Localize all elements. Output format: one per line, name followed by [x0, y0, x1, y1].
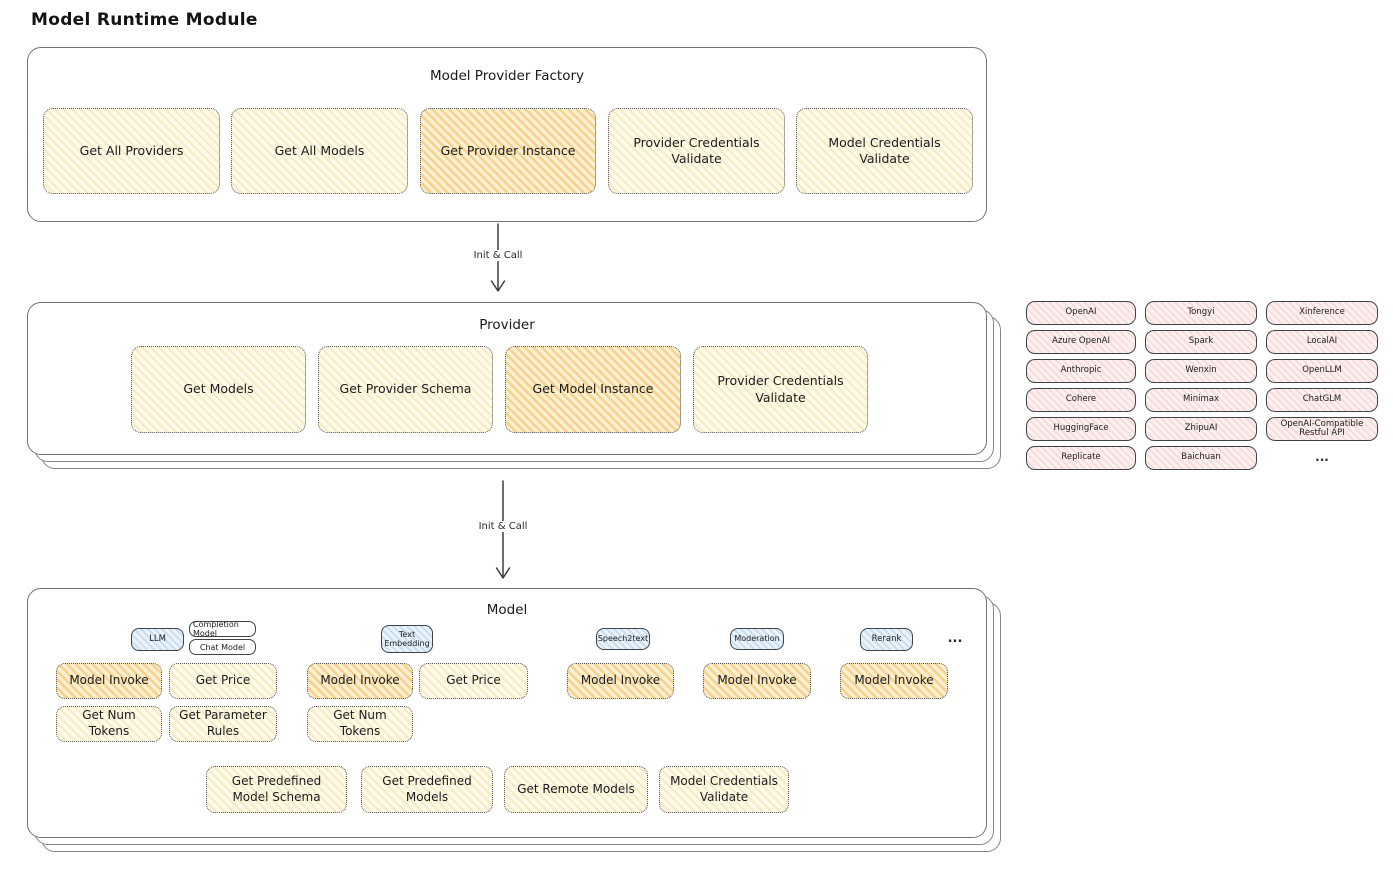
provider-pill-openai-compatible: OpenAI-Compatible Restful API [1266, 417, 1378, 441]
model-type-rerank: Rerank [860, 628, 913, 651]
provider-list-ellipsis: ... [1315, 450, 1329, 465]
provider-box: Provider Get Models Get Provider Schema … [27, 302, 987, 455]
provider-pill-baichuan: Baichuan [1145, 446, 1257, 470]
model-node-llm-get-price: Get Price [169, 663, 277, 699]
factory-title: Model Provider Factory [429, 68, 584, 84]
factory-node-get-all-models: Get All Models [231, 108, 408, 194]
arrow-label-init-call-2: Init & Call [467, 521, 539, 532]
provider-pill-spark: Spark [1145, 330, 1257, 354]
provider-pill-replicate: Replicate [1026, 446, 1136, 470]
arrow-label-init-call-1: Init & Call [462, 250, 534, 261]
provider-pill-wenxin: Wenxin [1145, 359, 1257, 383]
model-node-rerank-model-invoke: Model Invoke [840, 663, 948, 699]
model-node-llm-get-num-tokens: Get Num Tokens [56, 706, 162, 742]
provider-pill-xinference: Xinference [1266, 301, 1378, 325]
provider-title: Provider [479, 317, 535, 333]
model-type-completion-model: Completion Model [189, 620, 256, 638]
provider-pill-localai: LocalAI [1266, 330, 1378, 354]
provider-node-provider-credentials-validate: Provider Credentials Validate [693, 346, 868, 433]
provider-pill-huggingface: HuggingFace [1026, 417, 1136, 441]
model-title: Model [486, 602, 528, 618]
provider-pill-tongyi: Tongyi [1145, 301, 1257, 325]
model-node-llm-get-parameter-rules: Get Parameter Rules [169, 706, 277, 742]
provider-node-get-models: Get Models [131, 346, 306, 433]
provider-node-get-provider-schema: Get Provider Schema [318, 346, 493, 433]
provider-pill-zhipuai: ZhipuAI [1145, 417, 1257, 441]
page-title: Model Runtime Module [31, 10, 258, 30]
model-type-ellipsis: ... [947, 630, 963, 646]
factory-node-get-provider-instance: Get Provider Instance [420, 108, 596, 194]
factory-box: Model Provider Factory Get All Providers… [27, 47, 987, 222]
model-node-get-predefined-models: Get Predefined Models [361, 766, 493, 813]
model-node-text-embedding-model-invoke: Model Invoke [307, 663, 413, 699]
factory-node-model-credentials-validate: Model Credentials Validate [796, 108, 973, 194]
factory-node-provider-credentials-validate: Provider Credentials Validate [608, 108, 785, 194]
provider-pill-azure-openai: Azure OpenAI [1026, 330, 1136, 354]
model-node-get-remote-models: Get Remote Models [504, 766, 648, 813]
model-node-text-embedding-get-price: Get Price [419, 663, 528, 699]
model-node-speech2text-model-invoke: Model Invoke [567, 663, 674, 699]
model-node-model-credentials-validate: Model Credentials Validate [659, 766, 789, 813]
model-node-moderation-model-invoke: Model Invoke [703, 663, 811, 699]
model-type-text-embedding: Text Embedding [381, 625, 433, 653]
provider-pill-openllm: OpenLLM [1266, 359, 1378, 383]
model-node-get-predefined-model-schema: Get Predefined Model Schema [206, 766, 347, 813]
provider-pill-anthropic: Anthropic [1026, 359, 1136, 383]
provider-pill-cohere: Cohere [1026, 388, 1136, 412]
provider-pill-chatglm: ChatGLM [1266, 388, 1378, 412]
model-type-moderation: Moderation [730, 628, 784, 650]
model-type-llm: LLM [131, 628, 184, 651]
model-node-llm-model-invoke: Model Invoke [56, 663, 162, 699]
factory-node-get-all-providers: Get All Providers [43, 108, 220, 194]
model-box: Model LLM Completion Model Chat Model Te… [27, 588, 987, 838]
model-type-speech2text: Speech2text [596, 628, 650, 650]
provider-pill-openai: OpenAI [1026, 301, 1136, 325]
arrow-down-icon [495, 480, 511, 579]
model-type-chat-model: Chat Model [189, 639, 256, 655]
provider-list: OpenAI Tongyi Xinference Azure OpenAI Sp… [1026, 301, 1378, 470]
provider-pill-minimax: Minimax [1145, 388, 1257, 412]
model-node-text-embedding-get-num-tokens: Get Num Tokens [307, 706, 413, 742]
provider-node-get-model-instance: Get Model Instance [505, 346, 681, 433]
